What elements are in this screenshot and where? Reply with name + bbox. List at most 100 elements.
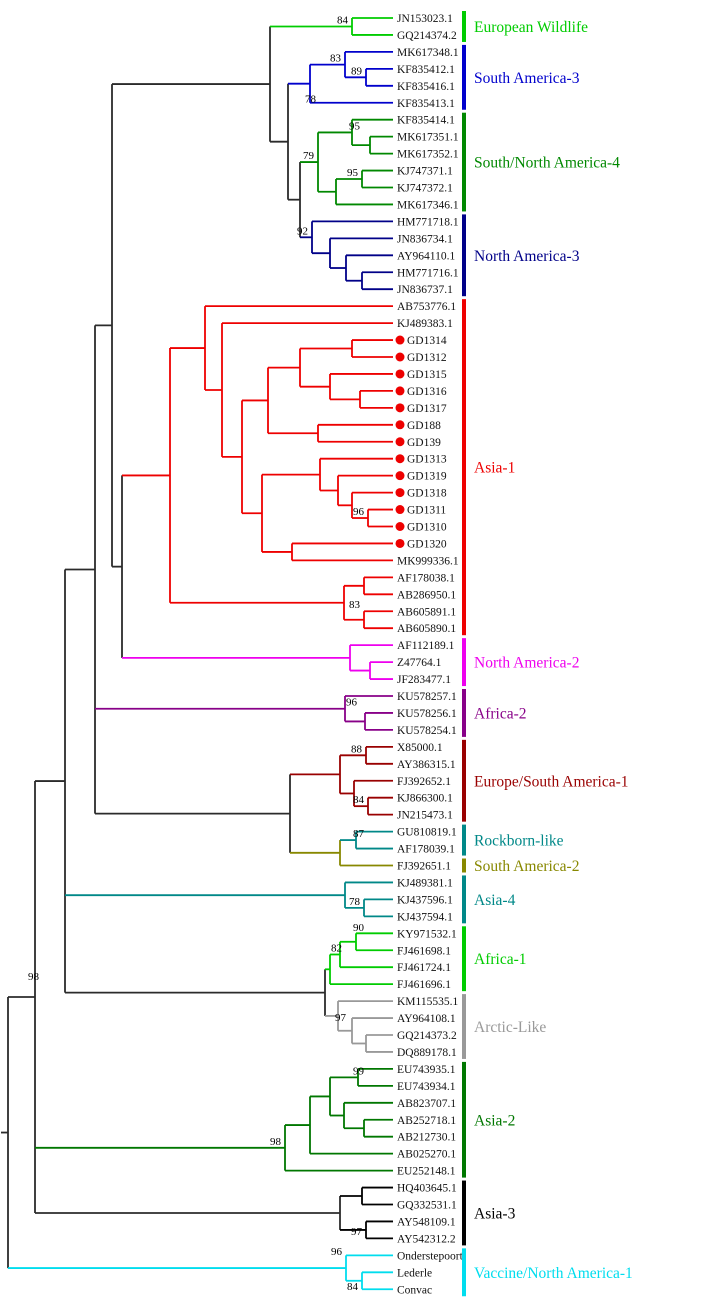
- clade-bar: [462, 875, 466, 924]
- taxon-label: JN153023.1: [397, 13, 453, 25]
- taxon-label: AF178038.1: [397, 572, 455, 584]
- taxon-label: FJ461696.1: [397, 979, 451, 991]
- taxon-label: AB605891.1: [397, 606, 456, 618]
- sample-marker-dot: [395, 437, 405, 447]
- clade-bar: [462, 739, 466, 822]
- taxon-label: FJ461698.1: [397, 945, 451, 957]
- taxon-label: MK617352.1: [397, 149, 459, 161]
- clade-label: Asia-4: [474, 892, 516, 909]
- sample-marker-dot: [395, 471, 405, 481]
- clade-bar: [462, 44, 466, 110]
- taxon-label: GD139: [407, 437, 441, 449]
- taxon-label: JN836737.1: [397, 284, 453, 296]
- taxon-label: HM771718.1: [397, 216, 459, 228]
- bootstrap-value: 89: [351, 65, 363, 77]
- clade-bar: [462, 1180, 466, 1246]
- taxon-label: JN215473.1: [397, 810, 453, 822]
- clade-bar: [462, 926, 466, 992]
- taxon-label: KJ437596.1: [397, 894, 453, 906]
- taxon-label: GD188: [407, 420, 441, 432]
- bootstrap-value: 82: [331, 942, 342, 954]
- taxon-label: DQ889178.1: [397, 1047, 457, 1059]
- taxon-label: AB025270.1: [397, 1149, 456, 1161]
- taxon-label: GD1311: [407, 505, 446, 517]
- taxon-label: GQ332531.1: [397, 1200, 457, 1212]
- sample-marker-dot: [395, 369, 405, 379]
- taxon-label: AF178039.1: [397, 844, 455, 856]
- sample-marker-dot: [395, 454, 405, 464]
- taxon-label: KM115535.1: [397, 996, 458, 1008]
- clade-label: Africa-1: [474, 951, 527, 968]
- taxon-label: AB212730.1: [397, 1132, 456, 1144]
- clade-label: European Wildlife: [474, 19, 588, 36]
- taxon-label: GD1314: [407, 335, 447, 347]
- bootstrap-value: 87: [353, 828, 365, 840]
- taxon-label: MK999336.1: [397, 555, 459, 567]
- sample-marker-dot: [395, 386, 405, 396]
- taxon-label: GD1317: [407, 403, 447, 415]
- bootstrap-value: 96: [346, 697, 358, 709]
- taxon-label: MK617351.1: [397, 132, 459, 144]
- taxon-label: MK617348.1: [397, 47, 459, 59]
- clade-label: South America-2: [474, 858, 579, 875]
- taxon-label: AY542312.2: [397, 1233, 456, 1245]
- taxon-label: KJ489383.1: [397, 318, 453, 330]
- taxon-label: GU810819.1: [397, 827, 457, 839]
- taxon-label: AB252718.1: [397, 1115, 456, 1127]
- taxon-label: GD1313: [407, 454, 447, 466]
- bootstrap-value: 96: [331, 1246, 343, 1258]
- taxon-label: FJ461724.1: [397, 962, 451, 974]
- taxon-label: KJ747372.1: [397, 183, 453, 195]
- taxon-label: GD1312: [407, 352, 447, 364]
- taxon-label: HQ403645.1: [397, 1183, 457, 1195]
- sample-marker-dot: [395, 522, 405, 531]
- bootstrap-value: 97: [351, 1226, 363, 1238]
- taxon-label: EU743934.1: [397, 1081, 456, 1093]
- bootstrap-value: 98: [270, 1136, 282, 1148]
- taxon-label: X85000.1: [397, 742, 443, 754]
- clade-bar: [462, 11, 466, 42]
- taxon-label: KJ437594.1: [397, 911, 453, 923]
- clade-label: Asia-3: [474, 1205, 516, 1222]
- clade-label: North America-2: [474, 655, 579, 672]
- bootstrap-value: 88: [351, 743, 363, 755]
- bootstrap-value: 78: [305, 94, 317, 106]
- clade-label: Europe/South America-1: [474, 773, 629, 790]
- bootstrap-value: 97: [335, 1012, 347, 1024]
- clade-label: Vaccine/North America-1: [474, 1265, 633, 1282]
- taxon-label: AY548109.1: [397, 1216, 456, 1228]
- taxon-label: AY386315.1: [397, 759, 456, 771]
- clade-label: Asia-1: [474, 460, 515, 477]
- taxon-label: JN836734.1: [397, 233, 453, 245]
- clade-bar: [462, 112, 466, 212]
- bootstrap-value: 84: [337, 14, 349, 26]
- taxon-label: EU252148.1: [397, 1166, 456, 1178]
- taxon-label: AB605890.1: [397, 623, 456, 635]
- taxon-label: AB286950.1: [397, 589, 456, 601]
- taxon-label: KU578256.1: [397, 708, 457, 720]
- bootstrap-value: 96: [353, 506, 365, 518]
- taxon-label: GQ214374.2: [397, 30, 457, 42]
- sample-marker-dot: [395, 505, 405, 515]
- taxon-label: KY971532.1: [397, 928, 457, 940]
- sample-marker-dot: [395, 352, 405, 362]
- clade-label: Arctic-Like: [474, 1019, 546, 1036]
- taxon-label: AB823707.1: [397, 1098, 456, 1110]
- taxon-label: FJ392652.1: [397, 776, 451, 788]
- clade-bar: [462, 858, 466, 873]
- taxon-label: KF835412.1: [397, 64, 455, 76]
- taxon-label: GD1319: [407, 471, 447, 483]
- taxon-label: MK617346.1: [397, 199, 459, 211]
- bootstrap-value: 78: [349, 896, 361, 908]
- clade-label: Rockborn-like: [474, 833, 564, 850]
- taxon-label: HM771716.1: [397, 267, 459, 279]
- clade-bar: [462, 689, 466, 737]
- taxon-label: Z47764.1: [397, 657, 442, 669]
- taxon-label: JF283477.1: [397, 674, 451, 686]
- bootstrap-value: 95: [349, 120, 361, 132]
- clade-bar: [462, 214, 466, 297]
- taxon-label: KU578254.1: [397, 725, 457, 737]
- sample-marker-dot: [395, 420, 405, 430]
- clade-bar: [462, 1248, 466, 1297]
